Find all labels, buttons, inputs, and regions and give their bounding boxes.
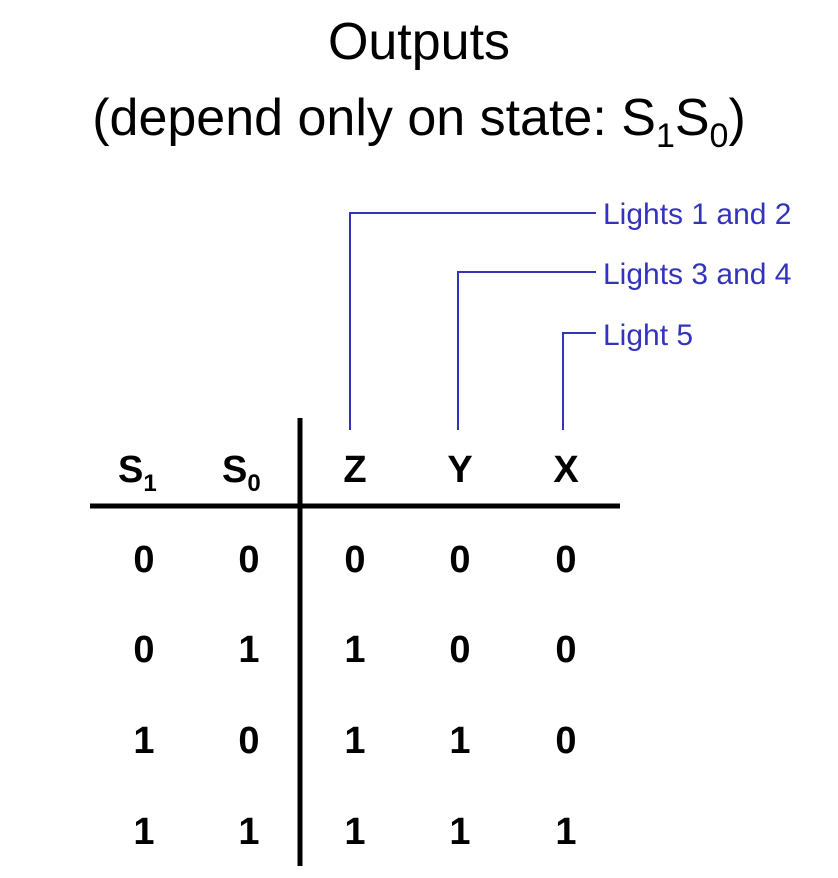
cell-r1-z: 1 xyxy=(344,629,365,671)
cell-r1-x: 0 xyxy=(555,629,576,671)
cell-r3-y: 1 xyxy=(449,811,470,853)
title-s0: S xyxy=(674,89,710,147)
title-line-2: (depend only on state: S1S0) xyxy=(0,88,838,153)
cell-r3-s0: 1 xyxy=(238,811,259,853)
callout-label-x: Light 5 xyxy=(603,319,693,352)
header-s1-sub: 1 xyxy=(143,470,156,497)
title-s1: S xyxy=(621,89,656,147)
cell-r0-s0: 0 xyxy=(238,539,259,581)
callout-label-z: Lights 1 and 2 xyxy=(603,198,791,231)
callout-label-y: Lights 3 and 4 xyxy=(603,258,791,291)
cell-r2-s0: 0 xyxy=(238,720,259,762)
callout-line-z xyxy=(349,212,596,430)
cell-r0-y: 0 xyxy=(449,539,470,581)
cell-r1-s1: 0 xyxy=(133,629,154,671)
header-y: Y xyxy=(447,449,472,491)
cell-r0-z: 0 xyxy=(344,539,365,581)
header-s0-main: S xyxy=(222,449,247,491)
title-suffix: ) xyxy=(728,89,746,147)
cell-r0-x: 0 xyxy=(555,539,576,581)
cell-r3-s1: 1 xyxy=(133,811,154,853)
cell-r2-s1: 1 xyxy=(133,720,154,762)
callout-line-x xyxy=(562,332,596,430)
title-line-1: Outputs xyxy=(0,12,838,72)
title-sub-1: 1 xyxy=(655,117,675,155)
cell-r3-x: 1 xyxy=(555,811,576,853)
header-s0: S0 xyxy=(222,449,261,497)
title-sub-0: 0 xyxy=(709,117,729,155)
callout-line-y xyxy=(457,271,596,430)
header-s0-sub: 0 xyxy=(247,470,260,497)
cell-r1-s0: 1 xyxy=(238,629,259,671)
header-x: X xyxy=(553,449,579,491)
cell-r0-s1: 0 xyxy=(133,539,154,581)
header-s1: S1 xyxy=(118,449,157,497)
header-s1-main: S xyxy=(118,449,143,491)
cell-r2-y: 1 xyxy=(449,720,470,762)
cell-r3-z: 1 xyxy=(344,811,365,853)
title-outputs: Outputs xyxy=(327,13,511,71)
title-prefix: (depend only on state: xyxy=(92,89,622,147)
cell-r2-x: 0 xyxy=(555,720,576,762)
cell-r2-z: 1 xyxy=(344,720,365,762)
cell-r1-y: 0 xyxy=(449,629,470,671)
header-z: Z xyxy=(343,449,366,491)
